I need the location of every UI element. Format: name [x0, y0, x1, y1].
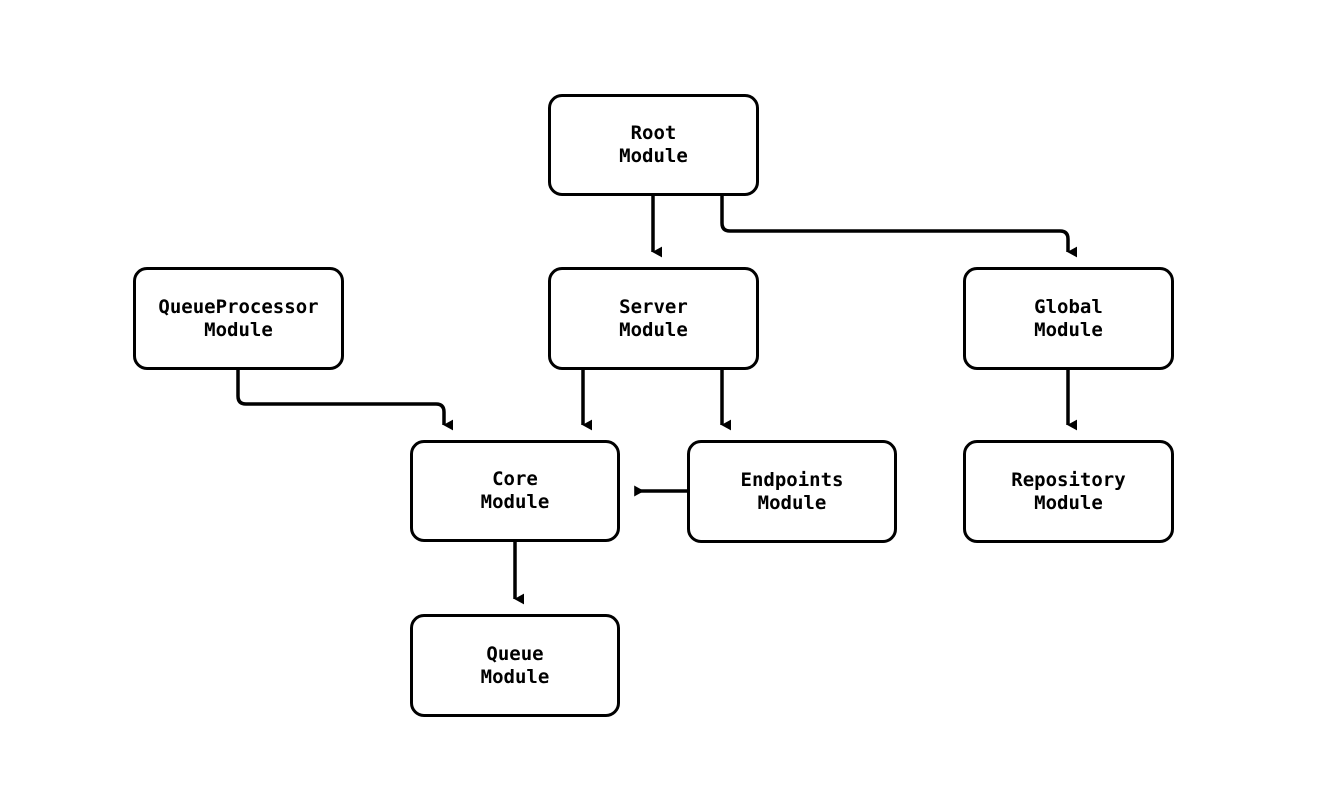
node-global-module-suffix: Module — [1034, 318, 1103, 341]
node-global-module-name: Global — [1034, 295, 1103, 318]
node-queue-module[interactable]: Queue Module — [410, 614, 620, 717]
node-endpoints-module[interactable]: Endpoints Module — [687, 440, 897, 543]
node-root-module-suffix: Module — [619, 145, 688, 167]
node-repository-module-suffix: Module — [1034, 491, 1103, 514]
edge-queueprocessor-to-core — [236, 370, 454, 431]
node-repository-module[interactable]: Repository Module — [963, 440, 1174, 543]
node-queueprocessor-module-name: QueueProcessor — [158, 295, 319, 318]
node-queue-module-suffix: Module — [480, 665, 550, 688]
node-queueprocessor-module-suffix: Module — [204, 318, 273, 341]
node-root-module-name: Root — [630, 122, 677, 144]
node-server-module[interactable]: Server Module — [548, 267, 759, 370]
node-server-module-name: Server — [619, 295, 688, 318]
node-core-module[interactable]: Core Module — [410, 440, 620, 542]
node-global-module[interactable]: Global Module — [963, 267, 1174, 370]
node-root-module[interactable]: Root Module — [548, 94, 759, 196]
node-core-module-name: Core — [492, 468, 538, 490]
node-endpoints-module-name: Endpoints — [740, 468, 844, 491]
node-server-module-suffix: Module — [619, 318, 688, 341]
node-queueprocessor-module[interactable]: QueueProcessor Module — [133, 267, 344, 370]
node-core-module-suffix: Module — [480, 491, 550, 513]
node-queue-module-name: Queue — [486, 642, 544, 665]
node-repository-module-name: Repository — [1011, 468, 1126, 491]
node-endpoints-module-suffix: Module — [757, 491, 827, 514]
edge-root-to-global — [720, 196, 1078, 258]
